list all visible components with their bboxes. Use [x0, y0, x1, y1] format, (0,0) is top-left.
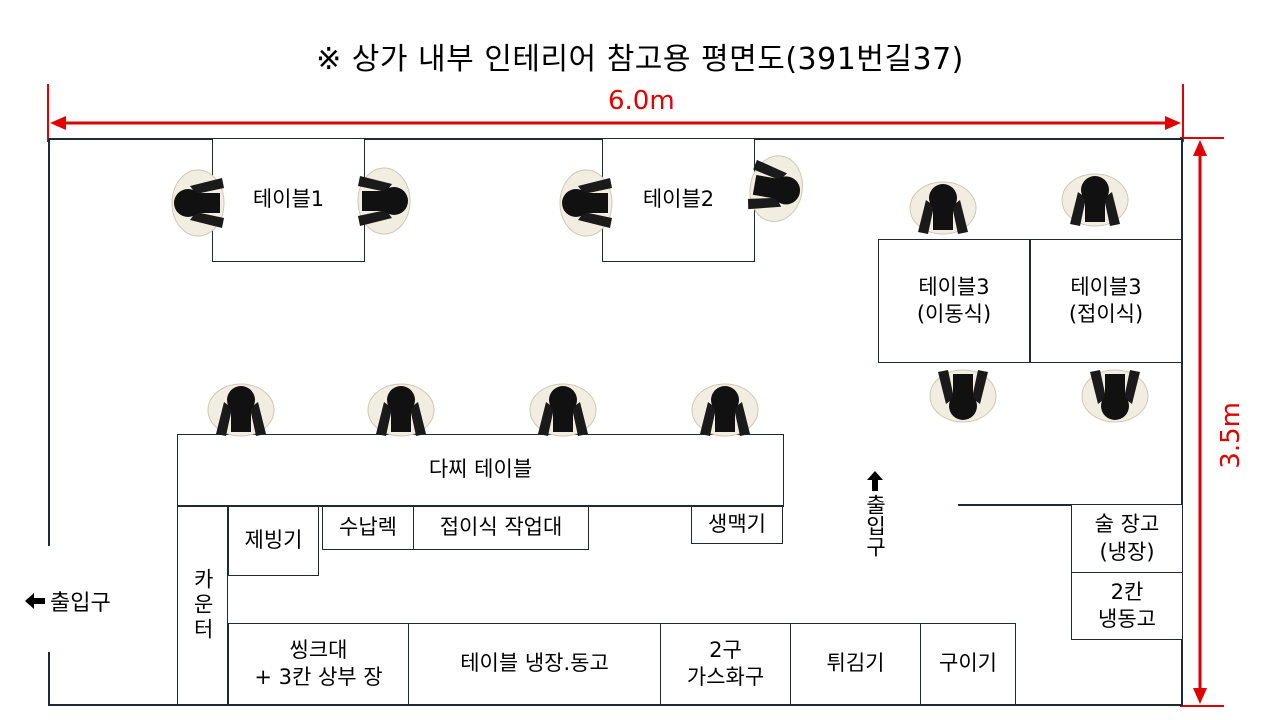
left-entrance: 출입구 — [24, 585, 111, 617]
storage-rack-label: 수납렉 — [339, 515, 397, 540]
fryer-label: 튀김기 — [826, 651, 885, 676]
inner-entrance-label: 출입구 — [863, 494, 887, 557]
table-3-folding: 테이블3 (접이식) — [1030, 239, 1182, 363]
arrow-up-icon — [867, 471, 883, 491]
height-label: 3.5m — [1216, 402, 1246, 469]
wall-bottom — [48, 704, 1182, 706]
left-entrance-label: 출입구 — [50, 591, 111, 616]
person-icon — [691, 383, 759, 437]
sink-label: 씽크대 — [289, 637, 348, 662]
partition-wall-right — [958, 504, 1072, 506]
width-dimension-line — [47, 84, 1184, 142]
table-1-label: 테이블1 — [252, 187, 325, 212]
person-icon — [1081, 369, 1149, 423]
table-3-mobile-label: 테이블3 — [918, 274, 990, 299]
table-3-folding-note: (접이식) — [1068, 302, 1144, 326]
table-2-label: 테이블2 — [642, 187, 715, 212]
ice-maker: 제빙기 — [228, 506, 319, 576]
bar-table-label: 다찌 테이블 — [428, 457, 533, 482]
page-title: ※ 상가 내부 인테리어 참고용 평면도(391번길37) — [316, 42, 964, 77]
table-3-folding-label: 테이블3 — [1070, 274, 1142, 299]
counter-label: 카운터 — [190, 568, 215, 643]
arrow-left-icon — [25, 593, 45, 609]
person-icon — [909, 181, 977, 235]
width-label: 6.0m — [608, 86, 675, 116]
liquor-fridge-note: (냉장) — [1099, 539, 1155, 564]
folding-workbench-label: 접이식 작업대 — [439, 515, 563, 540]
person-icon — [559, 169, 613, 237]
liquor-fridge: 술 장고 (냉장) — [1071, 504, 1183, 573]
person-icon — [207, 383, 275, 437]
sink: 씽크대 + 3칸 상부 장 — [228, 623, 409, 705]
bar-table: 다찌 테이블 — [177, 434, 784, 506]
draft-beer-machine: 생맥기 — [691, 506, 783, 544]
gas-stove: 2구 가스화구 — [660, 623, 791, 705]
table-2: 테이블2 — [602, 138, 755, 262]
person-icon — [929, 369, 997, 423]
grill-label: 구이기 — [939, 651, 997, 676]
person-icon — [171, 169, 225, 237]
counter: 카운터 — [177, 506, 228, 705]
gas-stove-note: 가스화구 — [686, 665, 765, 689]
person-icon — [367, 383, 435, 437]
person-icon — [357, 167, 411, 235]
liquor-fridge-label: 술 장고 — [1094, 512, 1160, 537]
wall-left-upper — [48, 138, 50, 546]
freezer-note: 냉동고 — [1098, 607, 1156, 631]
wall-right — [1181, 138, 1183, 706]
height-dimension-line — [1180, 137, 1224, 707]
person-icon — [529, 383, 597, 437]
fryer: 튀김기 — [790, 623, 921, 705]
wall-left-lower — [48, 652, 50, 706]
folding-workbench: 접이식 작업대 — [413, 506, 589, 550]
table-fridge: 테이블 냉장.동고 — [408, 623, 661, 705]
grill: 구이기 — [920, 623, 1016, 705]
sink-note: + 3칸 상부 장 — [254, 665, 383, 689]
ice-maker-label: 제빙기 — [244, 528, 303, 553]
storage-rack: 수납렉 — [322, 506, 414, 550]
gas-stove-label: 2구 — [709, 637, 742, 662]
table-3-mobile: 테이블3 (이동식) — [878, 239, 1030, 363]
table-3-mobile-note: (이동식) — [916, 302, 992, 326]
inner-entrance: 출입구 — [860, 470, 890, 557]
freezer-label: 2칸 — [1110, 579, 1144, 604]
table-fridge-label: 테이블 냉장.동고 — [460, 651, 609, 676]
freezer: 2칸 냉동고 — [1071, 572, 1183, 640]
person-icon — [1061, 173, 1129, 227]
draft-beer-label: 생맥기 — [708, 512, 766, 537]
table-1: 테이블1 — [212, 138, 365, 262]
person-icon — [744, 154, 809, 226]
